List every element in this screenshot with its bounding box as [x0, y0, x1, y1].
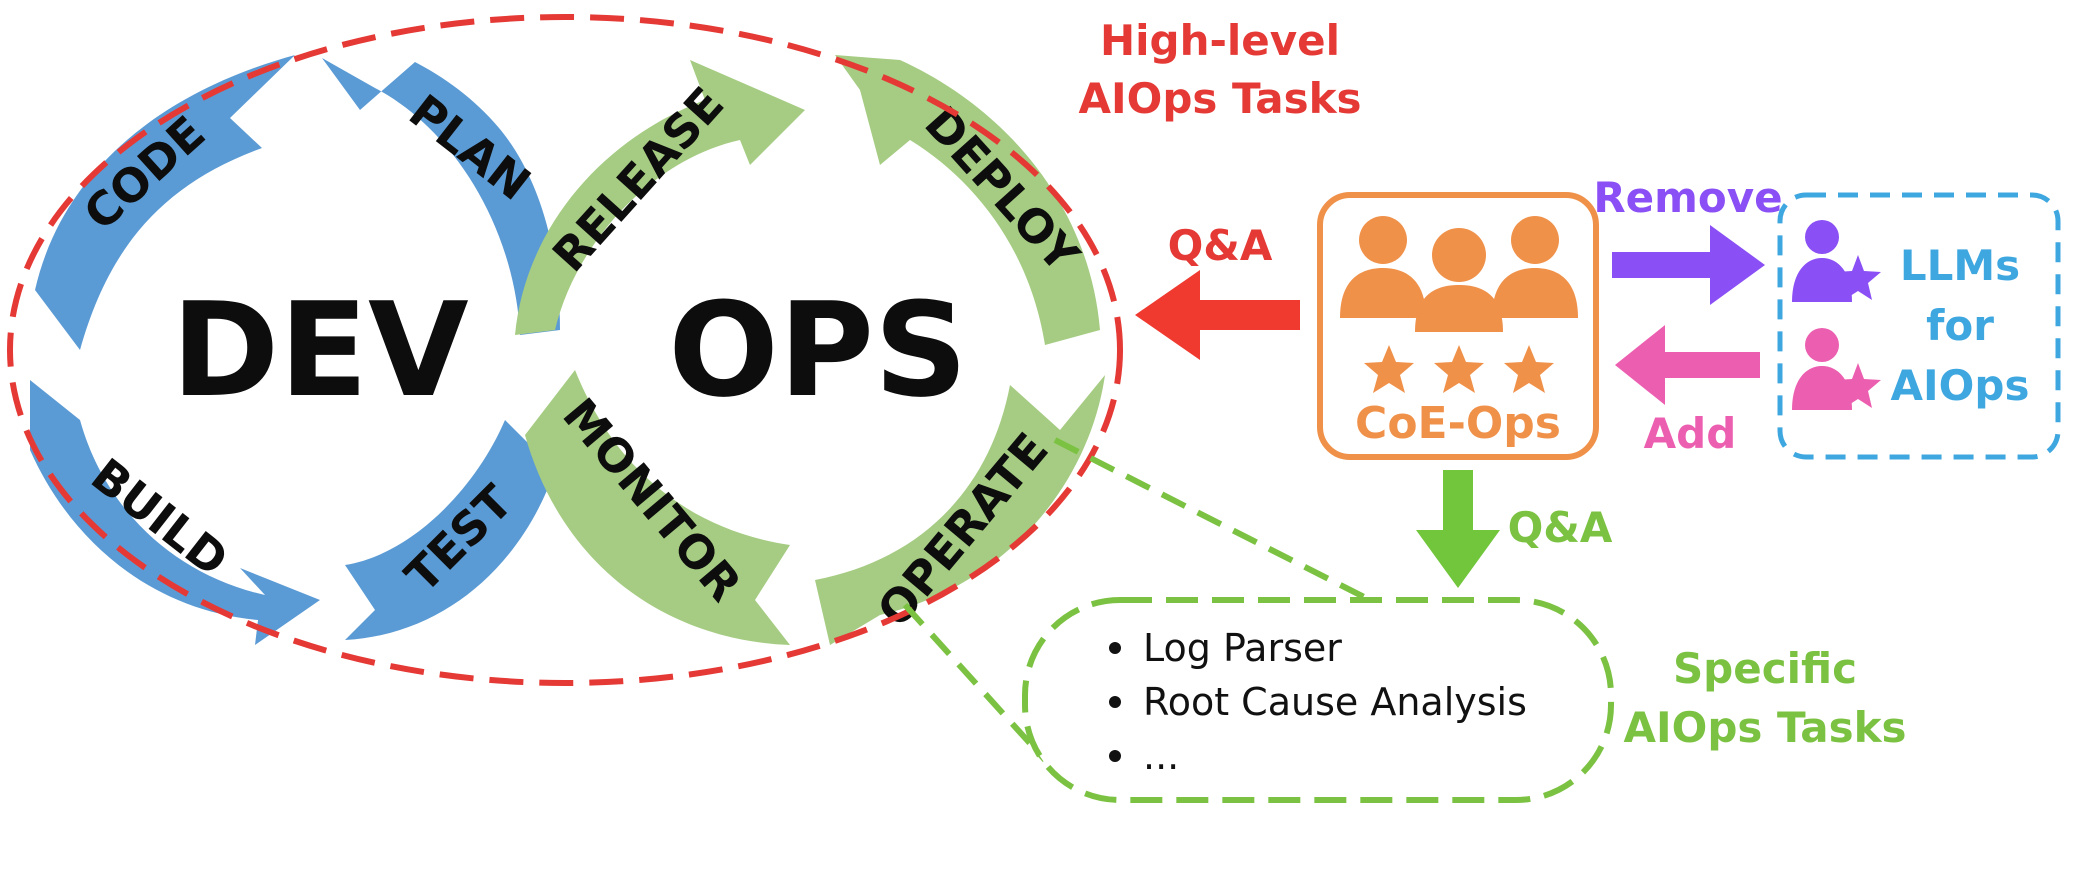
specific-line2: AIOps Tasks [1623, 703, 1906, 752]
qa-left-arrow [1135, 270, 1300, 360]
llms-line3: AIOps [1891, 361, 2030, 410]
bullet [1109, 696, 1121, 708]
star-icons [1364, 345, 1554, 393]
coe-ops-box: CoE-Ops [1317, 192, 1599, 460]
qa-down-label: Q&A [1508, 503, 1613, 552]
high-level-line1: High-level [1100, 16, 1340, 65]
devops-loop: CODE PLAN BUILD TEST RELEASE DEPLOY MONI… [30, 55, 1105, 645]
list-item: ... [1143, 734, 1179, 778]
star-icon [1364, 345, 1414, 393]
add-arrow [1615, 325, 1760, 405]
dev-label: DEV [171, 274, 468, 426]
qa-left-label: Q&A [1168, 221, 1273, 270]
coe-ops-label: CoE-Ops [1355, 398, 1561, 449]
list-item: Root Cause Analysis [1143, 680, 1527, 724]
segment-release [515, 60, 805, 335]
star-icon [1504, 345, 1554, 393]
segment-code [35, 55, 295, 350]
segment-label-deploy: DEPLOY [914, 96, 1090, 283]
llms-line1: LLMs [1900, 241, 2020, 290]
llms-box: LLMs for AIOps [1777, 192, 2061, 460]
segment-deploy [835, 55, 1100, 345]
specific-tasks-box: Log Parser Root Cause Analysis ... [1022, 597, 1614, 803]
user-star-icon [1792, 220, 1881, 302]
list-item: Log Parser [1143, 626, 1342, 670]
segment-operate [815, 375, 1105, 645]
user-star-icon [1792, 328, 1881, 410]
specific-line1: Specific [1673, 644, 1857, 693]
bullet [1109, 642, 1121, 654]
segment-monitor [525, 370, 790, 645]
remove-label: Remove [1593, 173, 1782, 222]
segment-test [345, 420, 555, 640]
qa-down-arrow [1416, 470, 1500, 588]
bullet [1109, 750, 1121, 762]
llms-line2: for [1926, 301, 1994, 350]
segment-label-release: RELEASE [542, 77, 735, 282]
connector-line [1053, 437, 1372, 603]
people-icon [1340, 216, 1578, 332]
high-level-boundary [7, 14, 1123, 686]
remove-arrow [1612, 225, 1765, 305]
segment-build [30, 380, 320, 645]
star-icon [1434, 345, 1484, 393]
ops-label: OPS [668, 274, 967, 426]
connector-line [902, 602, 1048, 763]
high-level-line2: AIOps Tasks [1078, 74, 1361, 123]
add-label: Add [1644, 409, 1737, 458]
